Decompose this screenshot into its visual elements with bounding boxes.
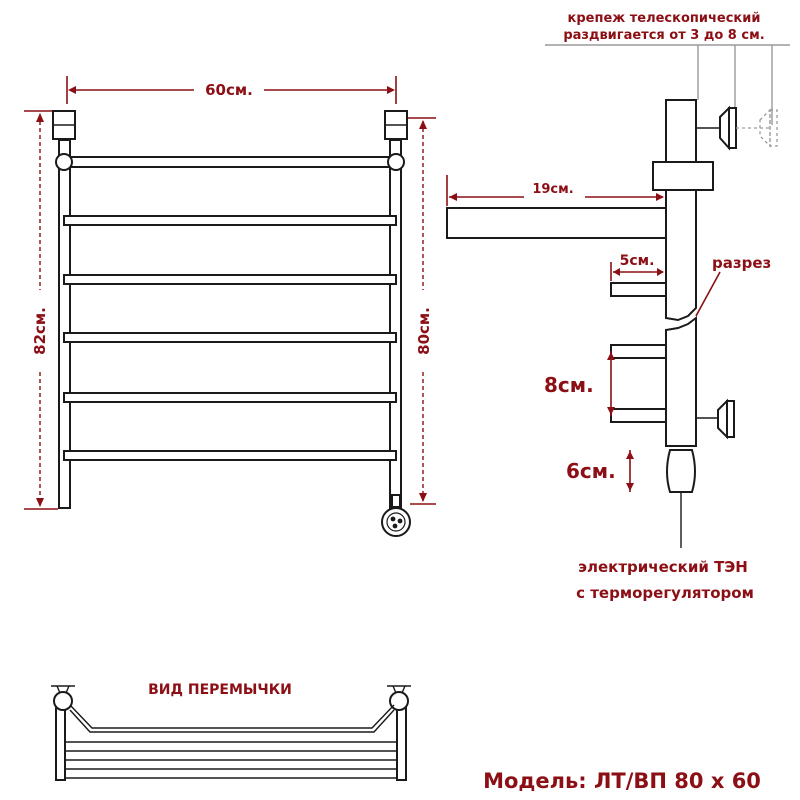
top-bar <box>65 156 395 168</box>
side-post-lower <box>665 316 697 447</box>
rung-stub <box>610 344 667 359</box>
spacing-8-label: 8см. <box>544 373 594 397</box>
heater-label-line1: электрический ТЭН <box>578 558 748 576</box>
heater-label-line2: с терморегулятором <box>576 584 754 602</box>
depth-19-label: 19см. <box>532 182 573 197</box>
rung <box>63 392 397 403</box>
side-post-upper <box>665 99 697 322</box>
rung <box>63 450 397 461</box>
right-ball <box>387 153 405 171</box>
inner-height-label: 80см. <box>415 307 433 355</box>
top-arm-19 <box>446 207 667 239</box>
side-view: крепеж телескопический раздвигается от 3… <box>446 11 790 602</box>
model-label: Модель: ЛТ/ВП 80 х 60 <box>483 769 761 793</box>
depth-5-label: 5см. <box>620 253 655 269</box>
bridge-view: ВИД ПЕРЕМЫЧКИ <box>51 682 411 781</box>
mount-label-line2: раздвигается от 3 до 8 см. <box>563 28 764 43</box>
heater-6-label: 6см. <box>566 459 616 483</box>
left-ball <box>55 153 73 171</box>
rung <box>63 274 397 285</box>
rung-stub <box>610 408 667 423</box>
cut-label: разрез <box>712 254 771 272</box>
heater-element <box>666 449 696 493</box>
mount-label-line1: крепеж телескопический <box>568 11 761 26</box>
rung <box>63 332 397 343</box>
right-clamp <box>389 691 409 711</box>
left-clamp <box>53 691 73 711</box>
width-dimension-label: 60см. <box>205 81 253 99</box>
rung-stub <box>610 282 667 297</box>
rung <box>63 215 397 226</box>
front-view: 60см. 82см. 80см. <box>24 76 436 537</box>
heater-knob <box>381 507 411 537</box>
bridge-view-label: ВИД ПЕРЕМЫЧКИ <box>148 682 292 698</box>
side-collar <box>652 161 714 191</box>
outer-height-label: 82см. <box>31 307 49 355</box>
